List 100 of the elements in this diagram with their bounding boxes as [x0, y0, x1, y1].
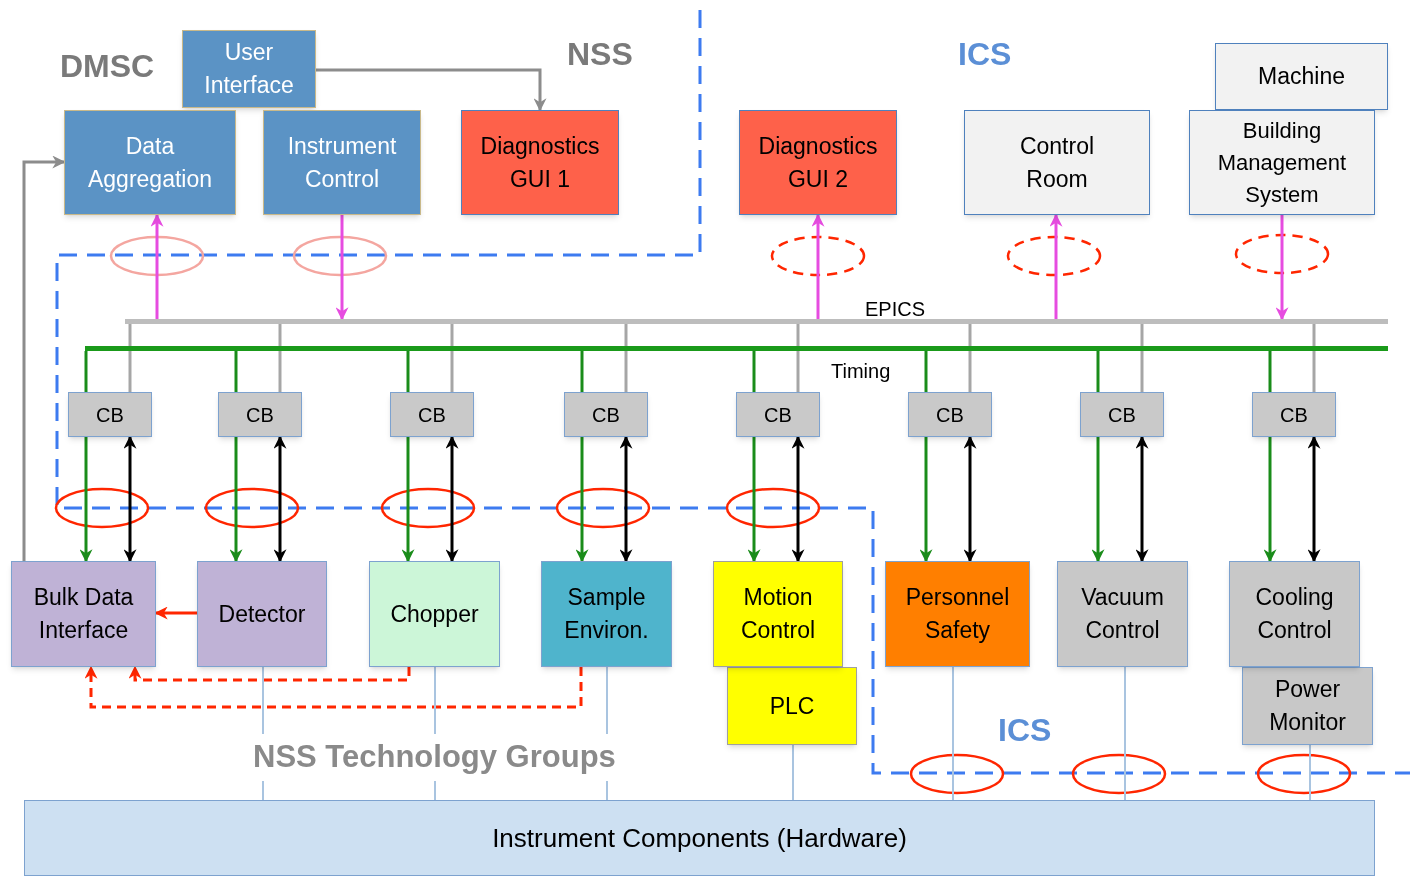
- connector-line: [1096, 351, 1100, 392]
- arrow: [79, 437, 93, 563]
- box-label: CB: [1280, 402, 1308, 428]
- process-box: [1057, 561, 1188, 667]
- process-box: [64, 110, 236, 215]
- process-box: [218, 392, 302, 437]
- box-label: CB: [418, 402, 446, 428]
- process-box: [369, 561, 500, 667]
- connector-line: [624, 324, 628, 392]
- arrow: [619, 435, 633, 563]
- process-box: [713, 561, 843, 667]
- arrow: [84, 665, 583, 709]
- box-label: Diagnostics GUI 2: [757, 131, 879, 194]
- connector-line: [1268, 351, 1272, 392]
- process-box: [1242, 667, 1373, 745]
- box-label: Cooling Control: [1254, 583, 1335, 645]
- connector-line: [406, 351, 410, 392]
- connector-line: [1124, 666, 1126, 801]
- box-label: User Interface: [203, 38, 295, 100]
- region-label: Timing: [831, 359, 891, 384]
- box-label: CB: [96, 402, 124, 428]
- arrow: [123, 435, 137, 563]
- box-label: Chopper: [390, 599, 479, 629]
- arrow: [747, 437, 761, 563]
- connector-line: [796, 324, 800, 392]
- region-label: ICS: [998, 711, 1052, 750]
- box-label: CB: [764, 402, 792, 428]
- arrow: [1135, 435, 1149, 563]
- box-label: Personnel Safety: [904, 583, 1011, 645]
- box-label: Detector: [218, 599, 306, 629]
- region-label: EPICS: [865, 297, 926, 322]
- arrow: [1275, 215, 1289, 321]
- arrow: [150, 213, 164, 319]
- connector-line: [1140, 324, 1144, 392]
- box-label: Instrument Control: [286, 131, 398, 194]
- arrow: [154, 606, 197, 620]
- arrow: [1049, 213, 1063, 319]
- connector-line: [278, 324, 282, 392]
- process-box: [68, 392, 152, 437]
- box-label: Bulk Data Interface: [32, 583, 135, 645]
- region-label: NSS: [567, 35, 633, 74]
- process-box: [1080, 392, 1164, 437]
- arrow: [811, 213, 825, 319]
- box-label: CB: [246, 402, 274, 428]
- process-box: [1215, 43, 1388, 110]
- process-box: [24, 800, 1375, 876]
- connector-line: [924, 351, 928, 392]
- arrow: [128, 665, 411, 682]
- box-label: Data Aggregation: [86, 131, 213, 194]
- arrow: [919, 437, 933, 563]
- process-box: [11, 561, 156, 667]
- arrow: [335, 215, 349, 321]
- process-box: [727, 667, 857, 745]
- arrow: [791, 435, 805, 563]
- box-label: Vacuum Control: [1080, 583, 1165, 645]
- box-label: Power Monitor: [1268, 675, 1347, 737]
- connector-line: [752, 351, 756, 392]
- arrow: [1091, 437, 1105, 563]
- connector-line: [84, 351, 88, 392]
- box-label: Building Management System: [1216, 116, 1348, 209]
- process-box: [461, 110, 619, 215]
- process-box: [739, 110, 897, 215]
- process-box: [182, 30, 316, 108]
- process-box: [390, 392, 474, 437]
- box-label: Motion Control: [739, 583, 817, 645]
- box-label: PLC: [769, 691, 815, 721]
- process-box: [263, 110, 421, 215]
- box-label: Diagnostics GUI 1: [479, 131, 601, 194]
- region-label: ICS: [958, 35, 1012, 74]
- process-box: [1229, 561, 1360, 667]
- process-box: [1189, 110, 1375, 215]
- connector-line: [234, 351, 238, 392]
- process-box: [908, 392, 992, 437]
- arrow: [445, 435, 459, 563]
- process-box: [1252, 392, 1336, 437]
- connector-line: [1309, 744, 1311, 801]
- connector-line: [128, 324, 132, 392]
- box-label: CB: [936, 402, 964, 428]
- arrow: [575, 437, 589, 563]
- process-box: [964, 110, 1150, 215]
- arrow: [273, 435, 287, 563]
- box-label: CB: [1108, 402, 1136, 428]
- arrow: [1263, 437, 1277, 563]
- arrow: [963, 435, 977, 563]
- arrow: [229, 437, 243, 563]
- process-box: [197, 561, 327, 667]
- arrow: [1307, 435, 1321, 563]
- arrow: [22, 155, 66, 561]
- box-label: Machine: [1258, 62, 1345, 91]
- region-label: NSS Technology Groups: [253, 734, 616, 781]
- connector-line: [968, 324, 972, 392]
- box-label: Control Room: [1018, 131, 1096, 194]
- connector-line: [952, 666, 954, 801]
- connector-line: [580, 351, 584, 392]
- process-box: [885, 561, 1030, 667]
- arrow: [401, 437, 415, 563]
- box-label: Instrument Components (Hardware): [492, 821, 907, 855]
- box-label: CB: [592, 402, 620, 428]
- connector-line: [450, 324, 454, 392]
- connector-line: [1312, 324, 1316, 392]
